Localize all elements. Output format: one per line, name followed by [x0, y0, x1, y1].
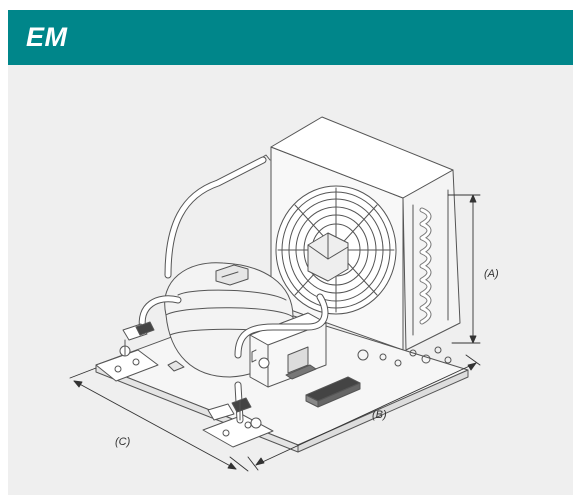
header-bar: EM [8, 10, 573, 65]
header-title: EM [26, 22, 68, 52]
discharge-pipe [164, 156, 267, 279]
dimension-c-label: (C) [115, 436, 131, 448]
diagram-panel: (A) (B) (C) [8, 65, 573, 495]
service-valve-left [119, 321, 155, 357]
condenser-box [257, 116, 461, 351]
dimension-b [247, 354, 481, 471]
dimension-a [447, 194, 481, 344]
condensing-unit-drawing: (A) (B) (C) [69, 116, 499, 472]
discharge-pipe-inner [165, 157, 266, 278]
service-valve-front [207, 397, 262, 429]
dimension-b-label: (B) [372, 409, 387, 421]
fan-grille [275, 185, 397, 315]
condenser-coil [412, 189, 449, 336]
dimension-a-label: (A) [484, 268, 499, 280]
dimension-c [69, 367, 249, 472]
